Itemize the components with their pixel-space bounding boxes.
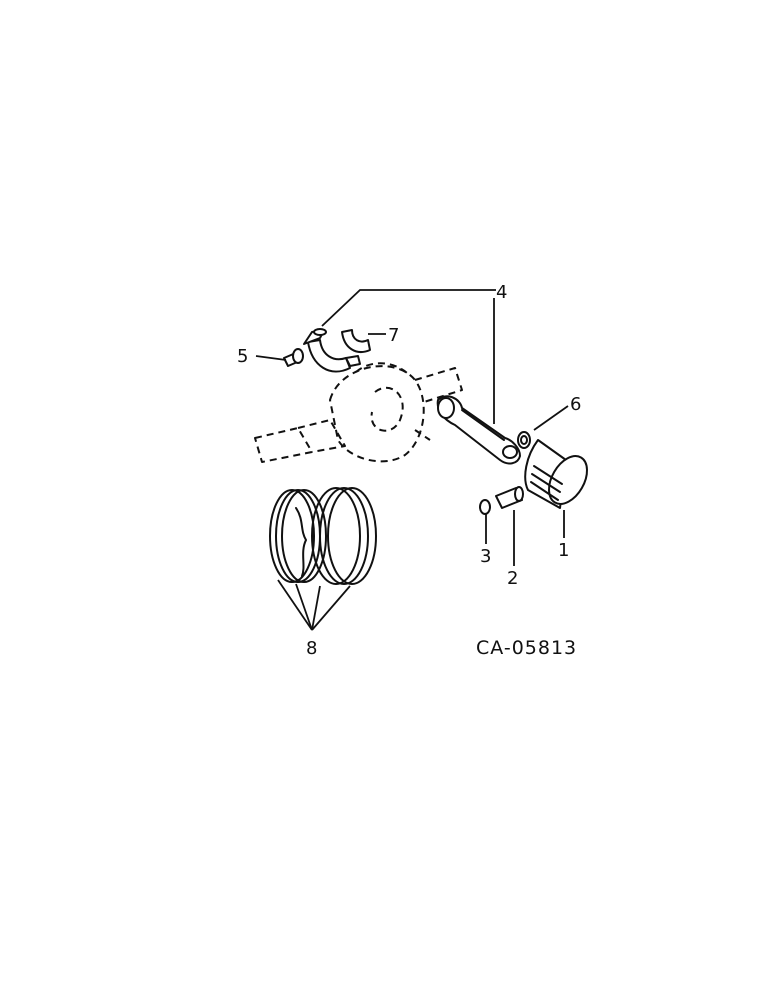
callout-leaders xyxy=(255,289,569,631)
callout-2: 2 xyxy=(507,568,518,589)
callout-3: 3 xyxy=(480,546,491,567)
crankshaft-outline xyxy=(254,362,463,463)
bearing-cap xyxy=(303,328,361,373)
piston-ring-set xyxy=(269,487,377,585)
piston xyxy=(524,439,588,509)
snap-ring xyxy=(479,499,491,515)
callout-5: 5 xyxy=(237,346,248,367)
callout-7: 7 xyxy=(388,325,399,346)
callout-1: 1 xyxy=(558,540,569,561)
callout-6: 6 xyxy=(570,394,581,415)
connecting-rod xyxy=(436,395,521,465)
bearing-shell xyxy=(341,329,371,353)
rod-bushing xyxy=(517,431,531,449)
callout-8: 8 xyxy=(306,638,317,659)
callout-4: 4 xyxy=(496,282,507,303)
piston-pin xyxy=(495,486,524,509)
cap-bolt xyxy=(283,348,304,367)
reference-code: CA-05813 xyxy=(476,637,577,659)
